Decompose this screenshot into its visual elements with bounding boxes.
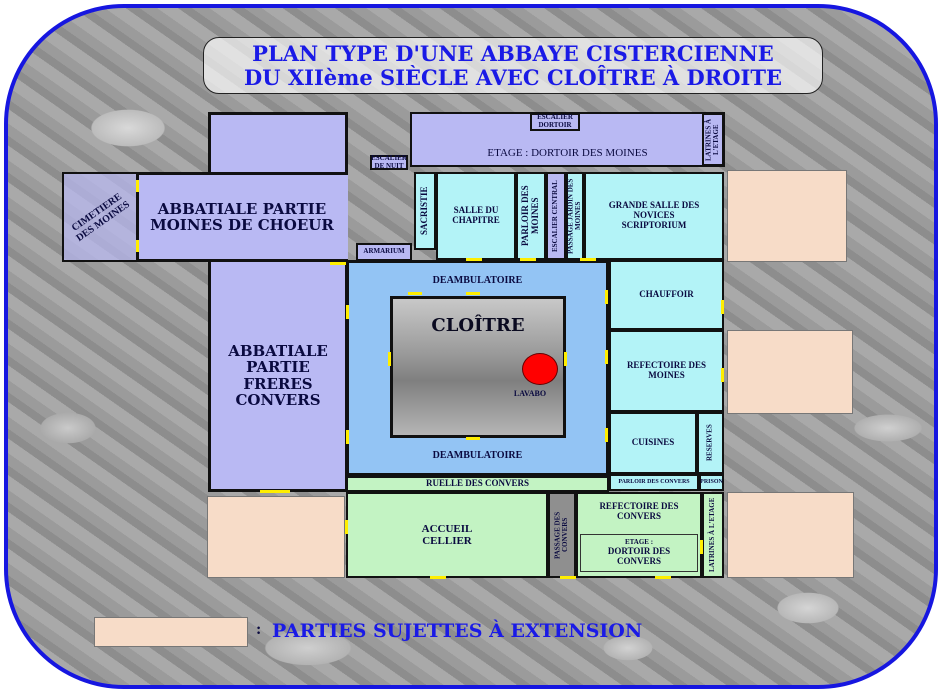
passage-convers: PASSAGE DES CONVERS: [548, 492, 576, 578]
abbatiale-moines-label: ABBATIALE PARTIE MOINES DE CHOEUR: [150, 199, 334, 234]
cuisines: CUISINES: [609, 412, 697, 474]
extension-zone-4: [207, 496, 345, 578]
ruelle-convers: RUELLE DES CONVERS: [346, 476, 609, 492]
door: [721, 300, 724, 314]
door: [136, 240, 139, 252]
escalier-dortoir: ESCALIER DORTOIR: [530, 113, 580, 131]
door: [466, 437, 480, 440]
cloitre-label: CLOÎTRE: [431, 315, 525, 337]
legend-text: PARTIES SUJETTES À EXTENSION: [272, 620, 643, 642]
door: [388, 352, 391, 366]
door: [605, 290, 608, 304]
dortoir-convers-box: ETAGE : DORTOIR DES CONVERS: [580, 534, 698, 572]
title-line-2: DU XIIème SIÈCLE AVEC CLOÎTRE À DROITE: [244, 64, 782, 90]
door: [700, 540, 703, 554]
door: [605, 350, 608, 364]
deambulatoire-top: DEAMBULATOIRE: [432, 274, 523, 286]
abbatiale-convers-label: ABBATIALE PARTIE FRERES CONVERS: [228, 341, 328, 409]
plan-title: PLAN TYPE D'UNE ABBAYE CISTERCIENNE DU X…: [203, 37, 823, 94]
sacristie: SACRISTIE: [414, 172, 436, 250]
etage-dortoir-label: ETAGE : DORTOIR DES MOINES: [487, 147, 648, 160]
door: [345, 520, 348, 534]
extension-zone-1: [727, 170, 847, 262]
salle-chapitre: SALLE DU CHAPITRE: [436, 172, 516, 260]
latrines-bottom: LATRINES À L'ETAGE: [702, 492, 724, 578]
title-line-1: PLAN TYPE D'UNE ABBAYE CISTERCIENNE: [252, 41, 774, 67]
extension-zone-2: [727, 330, 853, 414]
legend-separator: :: [256, 621, 262, 638]
dortoir-convers-label: DORTOIR DES CONVERS: [607, 545, 671, 566]
reserves: RESERVES: [697, 412, 724, 474]
refectoire-convers: [576, 492, 702, 578]
door: [260, 490, 290, 493]
prison: PRISON: [699, 474, 724, 491]
door: [430, 576, 446, 579]
door: [466, 292, 480, 295]
extension-zone-3: [727, 492, 854, 578]
latrines-top: LATRINES À L'ETAGE: [702, 113, 724, 166]
escalier-central: ESCALIER CENTRAL: [546, 172, 566, 260]
door: [520, 258, 536, 261]
refectoire-convers-label: REFECTOIRE DES CONVERS: [599, 501, 679, 521]
armarium: ARMARIUM: [356, 243, 412, 261]
abbatiale-convers: ABBATIALE PARTIE FRERES CONVERS: [208, 262, 348, 492]
door: [330, 262, 346, 265]
grande-salle: GRANDE SALLE DES NOVICES SCRIPTORIUM: [584, 172, 724, 260]
passage-jardin: PASSAGE JARDIN DES MOINES: [566, 172, 584, 260]
door: [408, 292, 422, 295]
door: [466, 258, 482, 261]
parloir-convers: PARLOIR DES CONVERS: [609, 474, 699, 491]
abbatiale-transept: [136, 172, 348, 262]
door: [346, 430, 349, 444]
refectoire-moines: REFECTOIRE DES MOINES: [609, 330, 724, 412]
door: [580, 258, 596, 261]
door: [136, 180, 139, 192]
escalier-nuit: ESCALIER DE NUIT: [370, 153, 408, 170]
chauffoir: CHAUFFOIR: [609, 260, 724, 330]
door: [560, 576, 576, 579]
lavabo-marker: [522, 353, 558, 385]
cimetiere: CIMETIERE DES MOINES: [62, 172, 138, 262]
door: [655, 576, 671, 579]
cimetiere-label: CIMETIERE DES MOINES: [69, 191, 132, 244]
door: [346, 305, 349, 319]
parloir-moines: PARLOIR DES MOINES: [516, 172, 546, 260]
door: [564, 352, 567, 366]
door: [605, 428, 608, 442]
deambulatoire-bottom: DEAMBULATOIRE: [432, 449, 523, 461]
legend-swatch: [94, 617, 248, 647]
etage-convers-label: ETAGE :: [624, 538, 654, 547]
lavabo-label: LAVABO: [513, 388, 547, 398]
accueil-cellier: ACCUEIL CELLIER: [346, 492, 548, 578]
door: [721, 368, 724, 382]
